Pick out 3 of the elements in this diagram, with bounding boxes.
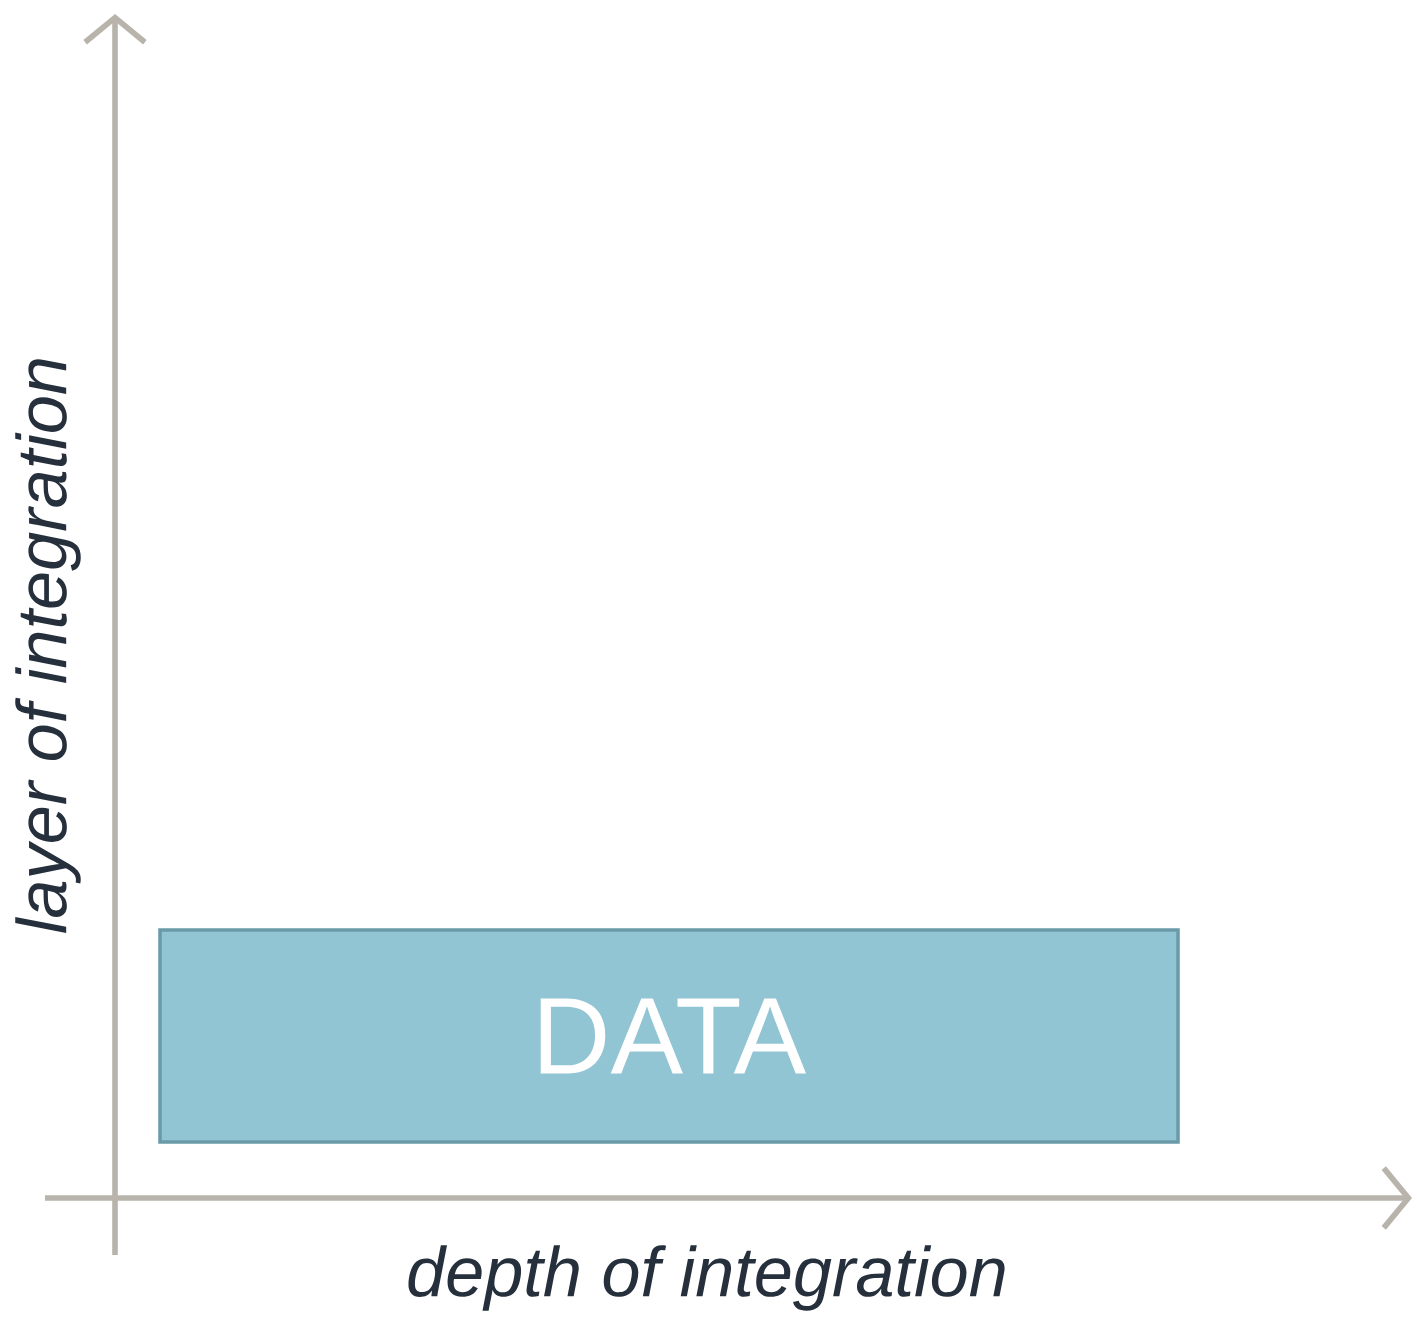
axis-label: depth of integration xyxy=(408,1245,1005,1311)
data-box: DATA xyxy=(158,928,1180,1144)
axis-label: layer of integration xyxy=(15,359,81,933)
